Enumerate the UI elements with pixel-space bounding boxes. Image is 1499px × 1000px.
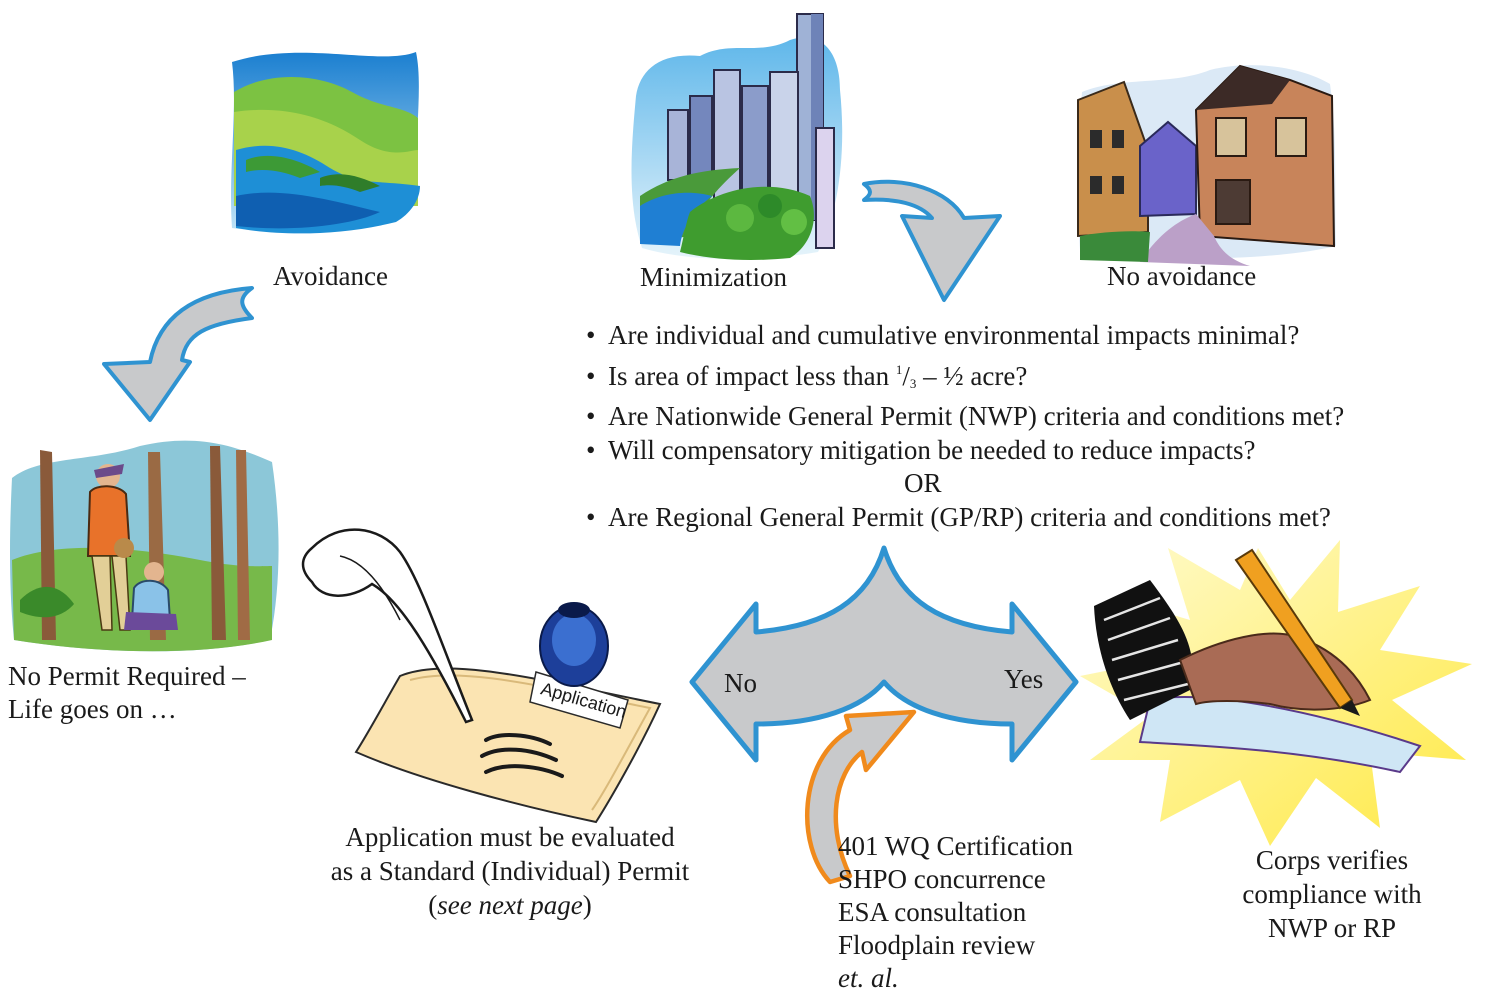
corps-line: compliance with <box>1242 879 1422 909</box>
no-avoidance-street-icon <box>1077 64 1336 266</box>
requirement-item: 401 WQ Certification <box>838 831 1073 861</box>
requirements-arrow <box>804 709 917 885</box>
requirements-list: 401 WQ Certification SHPO concurrence ES… <box>838 830 1073 995</box>
question-text-end: – ½ acre? <box>923 360 1028 391</box>
question-item: • Will compensatory mitigation be needed … <box>586 434 1486 468</box>
question-text: Will compensatory mitigation be needed t… <box>608 434 1256 465</box>
no-label: No <box>724 668 757 698</box>
avoidance-landscape-icon <box>231 52 420 234</box>
question-text: Are individual and cumulative environmen… <box>608 320 1300 350</box>
requirement-item: Floodplain review <box>838 930 1036 960</box>
requirement-item: et. al. <box>838 963 899 993</box>
no-permit-hikers-icon <box>10 440 279 652</box>
screening-questions: • Are individual and cumulative environme… <box>586 319 1486 534</box>
see-next-page-note: (see next page) <box>428 890 592 920</box>
corps-verifies-label: Corps verifies compliance with NWP or RP <box>1212 843 1452 945</box>
avoidance-label: Avoidance <box>273 261 388 291</box>
bullet: • <box>586 401 596 431</box>
avoidance-arrow <box>102 286 254 422</box>
or-separator: OR <box>904 468 942 498</box>
requirement-item: SHPO concurrence <box>838 864 1046 894</box>
bullet: • <box>586 434 596 465</box>
standard-permit-line: Application must be evaluated <box>345 822 675 852</box>
question-text: Is area of impact less than <box>608 360 890 391</box>
question-text: Are Regional General Permit (GP/RP) crit… <box>608 501 1331 532</box>
no-avoidance-label: No avoidance <box>1107 261 1257 291</box>
minimization-arrow <box>862 179 1002 302</box>
standard-permit-line: as a Standard (Individual) Permit <box>330 856 690 886</box>
quill-application-icon <box>301 528 662 824</box>
no-permit-line: No Permit Required – <box>8 661 246 691</box>
no-permit-line: Life goes on … <box>8 694 177 724</box>
corps-line: Corps verifies <box>1255 845 1409 875</box>
requirement-item: ESA consultation <box>838 897 1027 927</box>
corps-signing-icon <box>1080 540 1472 846</box>
minimization-label: Minimization <box>640 262 787 292</box>
corps-line: NWP or RP <box>1267 913 1396 943</box>
fraction: 1/3 <box>895 360 917 391</box>
no-permit-label: No Permit Required – Life goes on … <box>8 660 246 726</box>
question-item: • Is area of impact less than 1/3 – ½ acr… <box>586 353 1486 401</box>
bullet: • <box>586 360 596 391</box>
question-item: • Are Nationwide General Permit (NWP) cri… <box>586 400 1486 434</box>
yes-label: Yes <box>1004 664 1044 694</box>
minimization-city-icon <box>631 13 843 260</box>
question-text: Are Nationwide General Permit (NWP) crit… <box>608 401 1345 431</box>
standard-permit-label: Application must be evaluated as a Stand… <box>270 820 750 922</box>
decision-split-arrow <box>689 545 1079 763</box>
bullet: • <box>586 501 596 532</box>
question-item: • Are individual and cumulative environme… <box>586 319 1486 353</box>
question-item: • Are Regional General Permit (GP/RP) cri… <box>586 501 1486 535</box>
bullet: • <box>586 320 596 350</box>
